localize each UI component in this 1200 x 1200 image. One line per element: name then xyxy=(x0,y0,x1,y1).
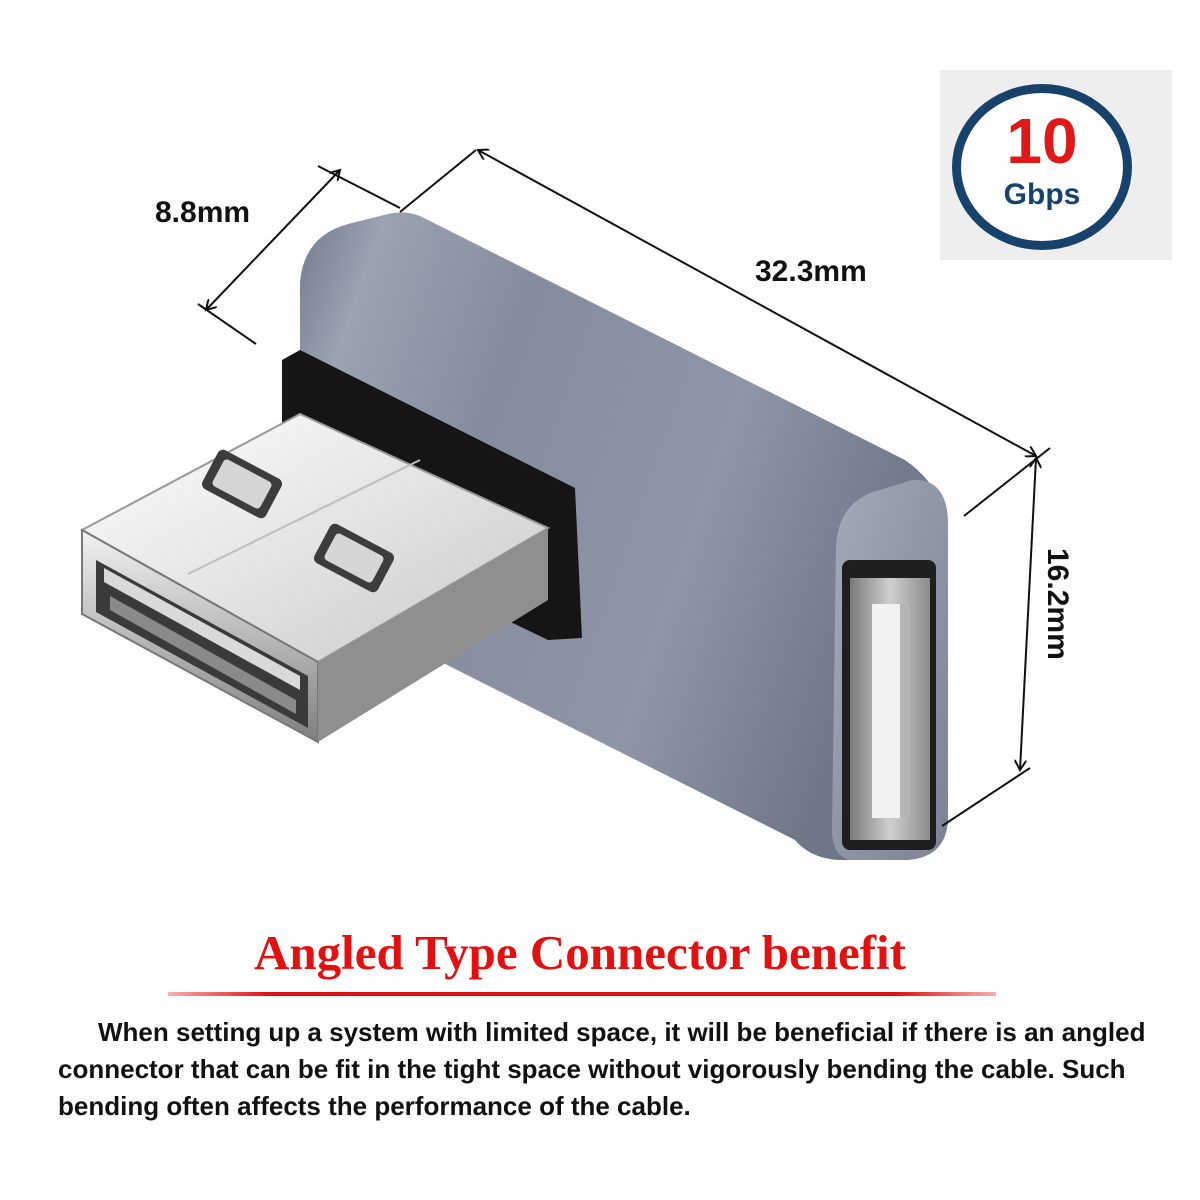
speed-badge-unit: Gbps xyxy=(1003,178,1081,211)
benefit-description: When setting up a system with limited sp… xyxy=(58,1017,1146,1121)
usb-a-plug xyxy=(79,412,551,744)
speed-badge-ring: 10 Gbps xyxy=(952,84,1132,250)
dimension-extension-line xyxy=(963,447,1051,517)
dimension-arrow-icon xyxy=(1020,458,1036,770)
benefit-heading: Angled Type Connector benefit xyxy=(254,925,906,980)
dimension-extension-line xyxy=(399,149,477,213)
dimension-lines xyxy=(197,149,1051,827)
adapter-housing xyxy=(300,212,948,860)
speed-badge-value: 10 xyxy=(1006,105,1078,177)
speed-badge: 10 Gbps xyxy=(940,70,1172,260)
dimension-extension-line xyxy=(317,165,401,209)
heading-underline xyxy=(168,992,996,996)
dimension-extension-line xyxy=(941,767,1031,827)
dimension-arrow-icon xyxy=(478,150,1036,456)
dimension-label-height: 16.2mm xyxy=(1041,548,1074,660)
dimension-label-length: 32.3mm xyxy=(755,255,867,288)
dimension-label-width: 8.8mm xyxy=(155,196,251,229)
usb-right-angle-adapter-image xyxy=(79,0,1051,860)
dimension-arrow-icon xyxy=(206,170,340,310)
